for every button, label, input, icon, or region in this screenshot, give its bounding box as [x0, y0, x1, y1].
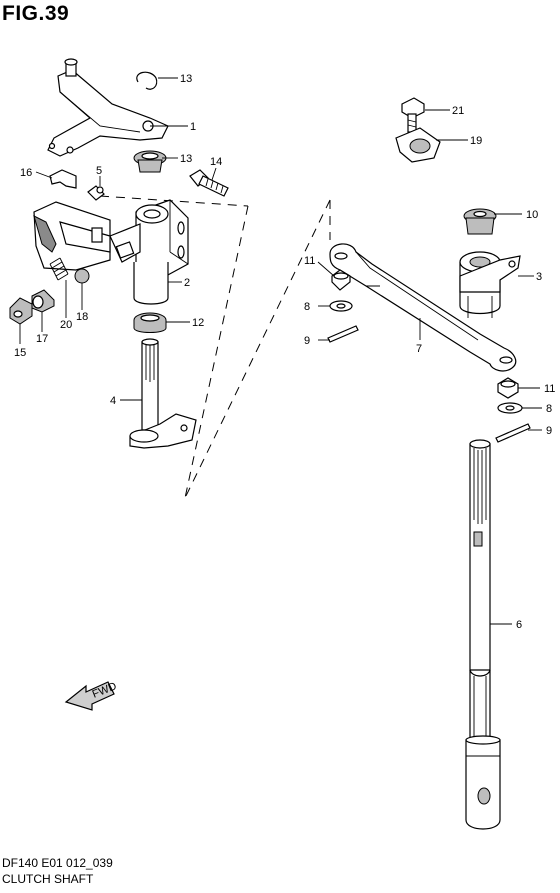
- shift-shaft-4: [129, 338, 197, 449]
- clip-16: [49, 169, 77, 189]
- callout-14-bolt: 14: [210, 156, 222, 168]
- callout-10-plug: 10: [526, 209, 538, 221]
- callout-9-pin-right: 9: [546, 425, 552, 437]
- cotter-pin-9-left: [327, 325, 359, 343]
- callout-2-housing: 2: [184, 277, 190, 289]
- figure-title: FIG.39: [2, 2, 70, 25]
- connecting-lever-7: [329, 243, 517, 372]
- nut-11-right: [497, 377, 519, 399]
- bolt-14: [189, 169, 229, 197]
- callout-15-plug: 15: [14, 347, 26, 359]
- callout-12-bushing: 12: [192, 317, 204, 329]
- detent-ball-18: [74, 268, 90, 284]
- nut-11-left: [331, 269, 351, 291]
- forward-direction-arrow: FWD: [64, 680, 118, 711]
- cotter-pin-9-right: [495, 423, 531, 443]
- callout-1-lever: 1: [190, 121, 196, 133]
- bushing-lower: [133, 312, 167, 333]
- callout-6-shaft: 6: [516, 619, 522, 631]
- callout-20-spring: 20: [60, 319, 72, 331]
- callout-labels: 13 1 13 14 16 5 2 12 15 17 20 18 4 21 19…: [14, 73, 555, 631]
- clutch-shaft-6: [465, 439, 501, 830]
- callout-18-ball: 18: [76, 311, 88, 323]
- plug-10: [463, 208, 497, 235]
- callout-5-nipple: 5: [96, 165, 102, 177]
- callout-11-nut-left: 11: [304, 255, 315, 267]
- callout-17-sleeve: 17: [36, 333, 48, 345]
- callout-4-shaft: 4: [110, 395, 116, 407]
- washer-8-right: [497, 402, 523, 414]
- callout-3-housing: 3: [536, 271, 542, 283]
- clamp-19: [395, 127, 441, 163]
- callout-19-clamp: 19: [470, 135, 482, 147]
- leader-lines: [19, 77, 542, 625]
- bushing-upper: [133, 150, 167, 173]
- grease-nipple: [87, 185, 105, 201]
- assembly-guide-lines: [99, 195, 331, 499]
- detent-plug-15: [9, 297, 33, 325]
- callout-13-bushing: 13: [180, 153, 192, 165]
- callout-8-washer-left: 8: [304, 301, 310, 313]
- callout-13-circlip: 13: [180, 73, 192, 85]
- diagram-code: DF140 E01 012_039: [2, 856, 113, 870]
- detent-spring-20: [49, 257, 69, 281]
- bushing-housing-3: [459, 251, 521, 318]
- callout-11-nut-right: 11: [544, 383, 555, 395]
- callout-7-lever: 7: [416, 343, 422, 355]
- diagram-name: CLUTCH SHAFT: [2, 872, 94, 886]
- clutch-lever-plate: [47, 58, 169, 157]
- shift-housing: [33, 199, 189, 305]
- washer-8-left: [329, 300, 353, 312]
- callout-9-pin-left: 9: [304, 335, 310, 347]
- detent-sleeve-17: [31, 289, 55, 313]
- callout-8-washer-right: 8: [546, 403, 552, 415]
- callout-21-bolt: 21: [452, 105, 464, 117]
- bolt-21: [401, 97, 425, 133]
- circlip-top: [136, 71, 158, 90]
- callout-16-clip: 16: [20, 167, 32, 179]
